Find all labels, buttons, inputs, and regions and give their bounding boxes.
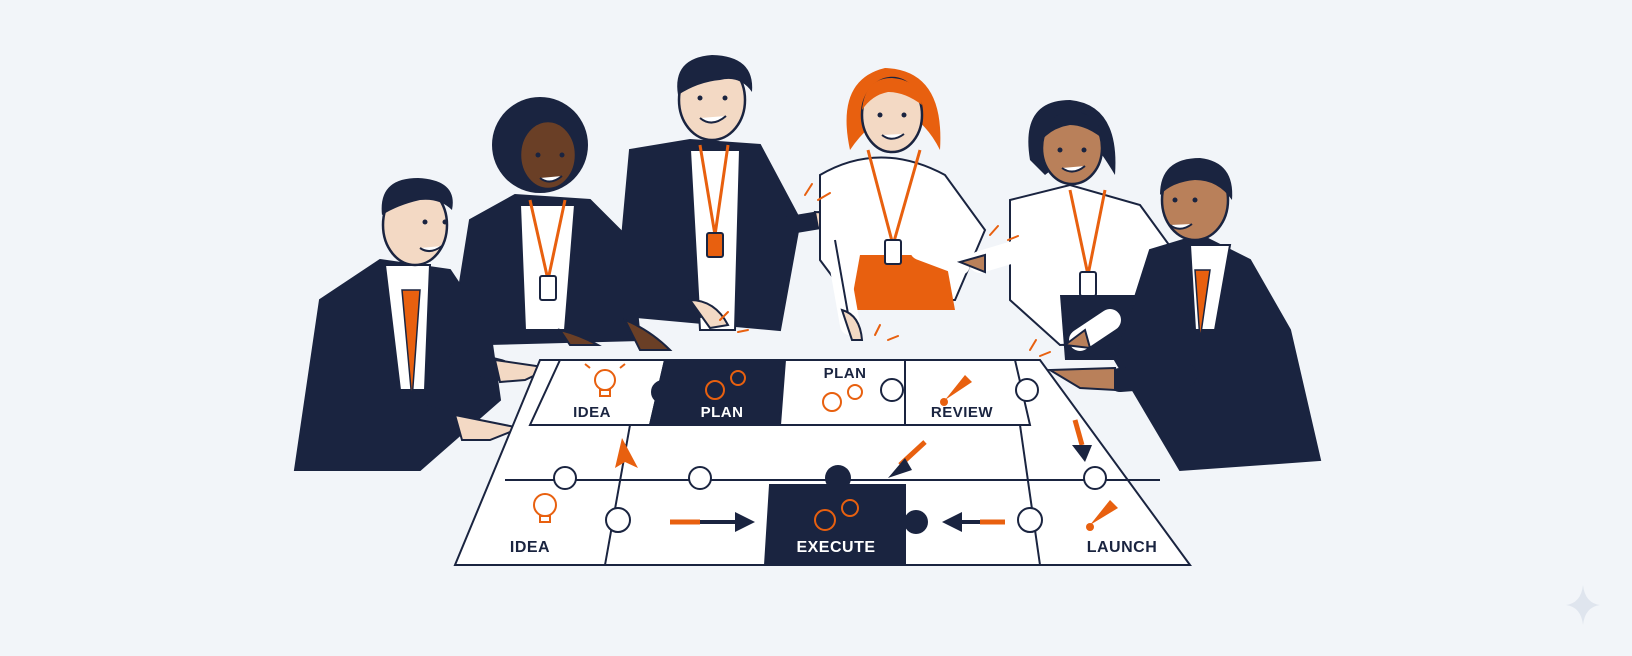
sparkle-icon <box>1566 585 1600 625</box>
puzzle-piece-review-top <box>904 359 1032 426</box>
arrow-up-icon <box>615 438 638 468</box>
rocket-icon <box>940 375 972 406</box>
person-man-center <box>613 55 846 332</box>
arrow-left-icon <box>942 512 1005 532</box>
person-woman-curly <box>448 97 673 351</box>
piece-label-plan-navy: PLAN <box>701 404 744 421</box>
piece-label-execute: EXECUTE <box>796 539 875 556</box>
piece-label-review: REVIEW <box>931 404 994 421</box>
piece-label-plan-white: PLAN <box>824 365 867 382</box>
puzzle-piece-execute-navy <box>763 484 906 566</box>
motion-marks <box>719 183 1051 357</box>
rocket-icon <box>1086 500 1118 531</box>
piece-label-idea-bottom: IDEA <box>510 539 550 556</box>
piece-label-launch: LAUNCH <box>1087 539 1158 556</box>
puzzle-board: IDEA PLAN PLAN REVIEW IDEA EXECUTE LAUNC… <box>453 359 1192 566</box>
gears-icon <box>705 370 746 400</box>
arrow-down-icon <box>1072 419 1092 462</box>
lightbulb-icon <box>584 363 626 397</box>
person-man-right <box>1046 158 1322 472</box>
arrow-right-icon <box>670 512 755 532</box>
gears-icon <box>814 499 859 531</box>
person-man-left <box>293 178 554 471</box>
arrow-diagonal-icon <box>888 440 927 478</box>
gears-icon <box>822 384 863 412</box>
lightbulb-icon <box>533 493 557 523</box>
piece-label-idea-top: IDEA <box>573 404 611 421</box>
person-woman-redhead <box>819 68 987 341</box>
